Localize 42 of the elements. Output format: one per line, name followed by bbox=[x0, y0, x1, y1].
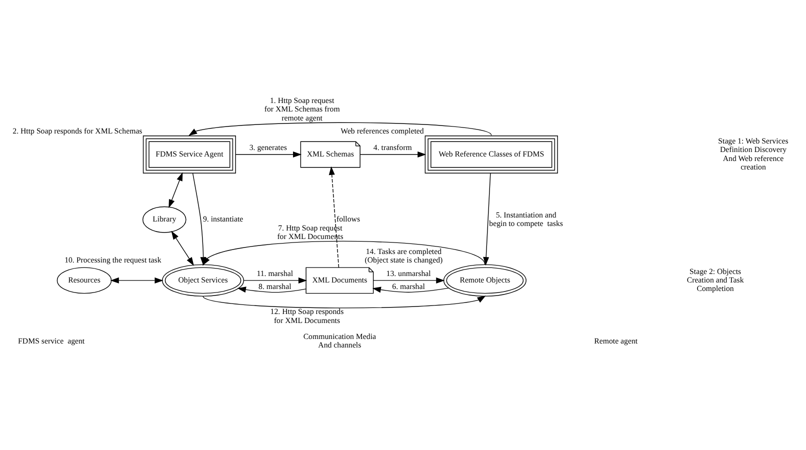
arrow bbox=[110, 276, 164, 283]
arrow bbox=[171, 230, 194, 266]
node-ellipse: Object Services bbox=[162, 264, 244, 296]
node-ellipse: Resources bbox=[56, 266, 112, 294]
edge-label: 13. unmarshal bbox=[386, 268, 431, 278]
label: Remote agent bbox=[594, 336, 638, 345]
node-box: Web Reference Classes of FDMS bbox=[424, 135, 558, 173]
arrow bbox=[373, 276, 445, 283]
label: Stage 2: Objects Creation and Task Completion bbox=[686, 266, 744, 293]
edge-label: 3. generates bbox=[249, 142, 287, 152]
edge-label: 6. marshal bbox=[392, 281, 425, 290]
arrow bbox=[360, 151, 426, 158]
edge-label: 1. Http Soap request for XML Schemas from remote agent bbox=[264, 96, 340, 122]
arrow bbox=[328, 166, 340, 268]
node-label: 2. Http Soap responds for XML Schemas bbox=[12, 126, 142, 136]
arrow bbox=[483, 172, 491, 266]
label: FDMS service agent bbox=[18, 336, 85, 345]
edge-label: 9. instantiate bbox=[202, 214, 244, 224]
node-label: 14. Tasks are completed bbox=[366, 246, 442, 256]
edge-label: 7. Http Soap request for XML Documents bbox=[277, 222, 344, 240]
node-ellipse: Remote Objects bbox=[443, 264, 526, 296]
edge-label: 5. Instantiation and begin to compete tasks bbox=[489, 210, 563, 228]
node-ellipse: Library bbox=[142, 206, 186, 232]
arrow bbox=[235, 151, 302, 158]
node-label: Web references completed bbox=[340, 126, 424, 136]
node-box: FDMS Service Agent bbox=[142, 135, 236, 173]
arrow bbox=[202, 240, 486, 266]
arrow bbox=[243, 276, 308, 283]
edge-label: 8. marshal bbox=[258, 281, 292, 290]
label: Communication Media And channels bbox=[303, 331, 376, 350]
arrow bbox=[237, 286, 306, 292]
edge-label: 12. Http Soap responds for XML Documents bbox=[270, 306, 344, 324]
edge-label: 4. transform bbox=[373, 142, 412, 152]
arrow bbox=[188, 122, 492, 136]
node-label: 10. Processing the request task bbox=[64, 254, 162, 264]
arrow bbox=[168, 172, 183, 208]
label: Stage 1: Web Services Definition Discovery And Web reference creation bbox=[718, 136, 788, 171]
edge-label: follows bbox=[336, 214, 360, 224]
arrow bbox=[202, 295, 486, 308]
node-label: (Object state is changed) bbox=[364, 254, 443, 264]
edge-label: 11. marshal bbox=[256, 268, 294, 278]
arrow bbox=[372, 286, 449, 292]
